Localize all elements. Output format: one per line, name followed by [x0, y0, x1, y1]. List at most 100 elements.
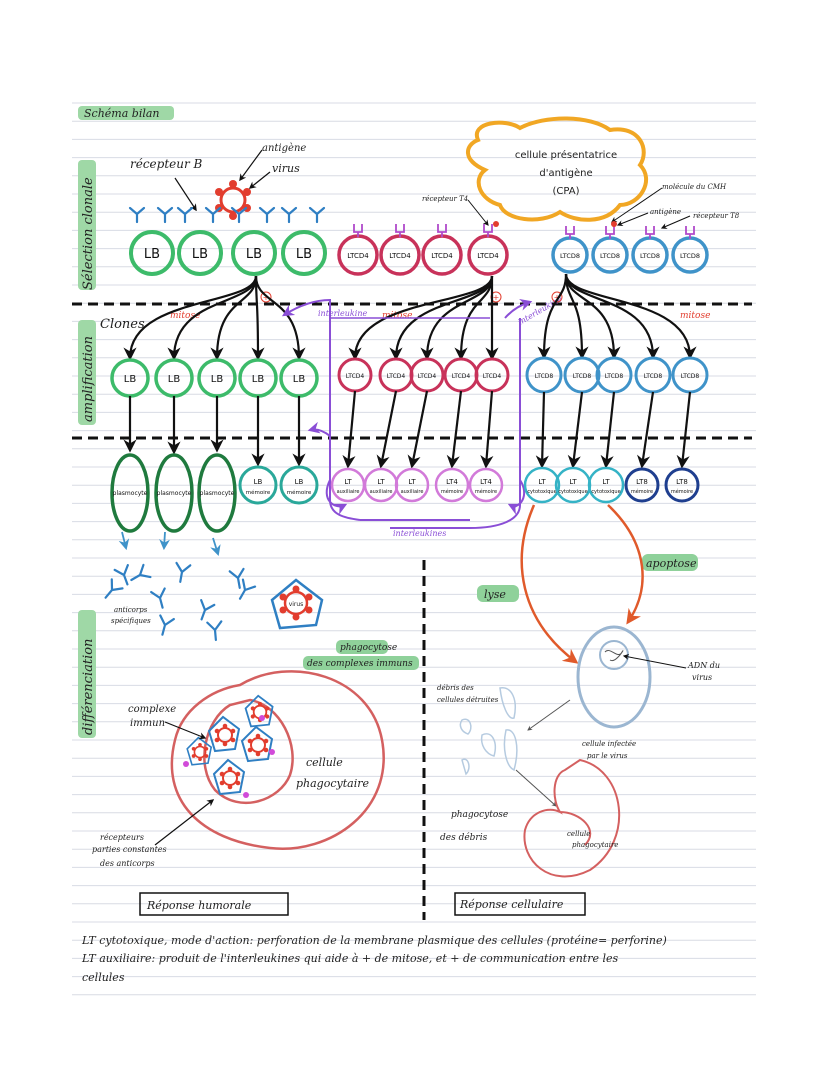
ltcd8-clone-label: LTCD8 — [644, 373, 663, 380]
label-cellule-phago2-1: cellule — [567, 830, 590, 838]
lb-cell — [129, 230, 175, 276]
label-complexe-2: immun — [130, 718, 165, 729]
antibody-icon — [228, 567, 245, 589]
label-mitose-ltcd8: mitose — [680, 311, 710, 321]
lt8-memoire-label: mémoire — [631, 488, 653, 495]
lb-memoire-label: mémoire — [246, 489, 271, 496]
antibody-icon — [150, 587, 166, 609]
label-phagocytose-1: phagocytose — [340, 643, 397, 653]
lt4-memoire-label: LT4 — [480, 478, 492, 486]
label-complexe-1: complexe — [128, 704, 176, 715]
lb-memoire-label: LB — [254, 478, 263, 486]
ltcd8-clone-label: LTCD8 — [535, 373, 554, 380]
immune-complex — [186, 736, 213, 766]
plasmocyte-label: plasmocyte — [157, 490, 192, 497]
lt4-memoire-label: mémoire — [475, 488, 497, 495]
label-recepteurs-3: des anticorps — [100, 859, 155, 868]
lt-auxiliaire-label: auxiliaire — [370, 489, 393, 495]
ltcd4-clone-label: LTCD4 — [387, 373, 406, 380]
lb-cell-label: LB — [296, 247, 312, 262]
cpa-label-3: (CPA) — [552, 186, 579, 197]
receptor-icon — [128, 206, 146, 224]
ltcd8-clone-label: LTCD8 — [681, 373, 700, 380]
antibody-icon — [200, 598, 216, 621]
highlight-complexes — [303, 656, 419, 670]
plus-markers — [260, 291, 563, 303]
label-infectee-1: cellule infectée — [582, 740, 636, 748]
immune-complex — [207, 715, 241, 753]
lt4-memoire-label: mémoire — [441, 488, 463, 495]
label-reponse-humorale: Réponse humorale — [146, 899, 252, 912]
ltcd4-cell-label: LTCD4 — [347, 252, 369, 260]
receptor-icon — [685, 226, 695, 239]
clonal-expansion-arrows — [123, 273, 697, 361]
lb-cell-label: LB — [246, 247, 262, 262]
lt-auxiliaire-label: LT — [377, 478, 385, 486]
lt4-memoire-label: LT4 — [446, 478, 458, 486]
differentiation-arrows — [123, 390, 692, 469]
plasmocyte-label: plasmocyte — [200, 490, 235, 497]
antibody-release-arrows — [118, 531, 221, 557]
note-2: LT auxiliaire: produit de l'interleukine… — [81, 952, 618, 965]
antibody-icon — [104, 578, 124, 599]
label-debris-2: cellules détruites — [437, 696, 499, 704]
phagocyte-cell-humoral — [170, 670, 385, 850]
ltcd4-clone-label: LTCD4 — [346, 373, 365, 380]
lt-cytotoxique-label: LT — [569, 478, 577, 486]
label-interleukine-1: interleukine — [318, 309, 367, 318]
lt-cytotoxique-cell — [587, 466, 625, 504]
lb-cell-label: LB — [144, 247, 160, 262]
lt-cytotoxique-label: cytotoxique — [527, 489, 556, 495]
label-recepteurs-1: récepteurs — [100, 833, 144, 842]
lb-memoire-label: mémoire — [287, 489, 312, 496]
plasmocyte-label: plasmocyte — [113, 490, 148, 497]
infected-cell — [576, 625, 652, 729]
highlight-apoptose — [642, 554, 698, 571]
label-recepteurs-2: parties constantes — [92, 845, 167, 854]
lt-cytotoxique-label: cytotoxique — [558, 489, 587, 495]
ltcd8-cell-label: LTCD8 — [600, 252, 620, 260]
receptor-icon — [204, 206, 222, 224]
label-anticorps-1: anticorps — [114, 606, 148, 614]
ltcd4-cell-label: LTCD4 — [431, 252, 453, 260]
label-cellule-phago-1: cellule — [306, 756, 343, 769]
label-cellule-phago2-2: phagocytaire — [572, 841, 618, 849]
label-clones: Clones — [100, 317, 145, 332]
antibody-icon — [113, 563, 129, 586]
row-differenciation: plasmocyte plasmocyte plasmocyte LB mémoire L… — [110, 453, 700, 533]
plasmocyte-cell — [154, 453, 194, 533]
ltcd4-cell-label: LTCD4 — [477, 252, 499, 260]
immune-complex — [212, 758, 246, 796]
lysis-arrows — [520, 504, 644, 664]
receptor-icon — [156, 206, 174, 224]
lb-clone-label: LB — [211, 374, 224, 385]
receptor-icon — [230, 206, 248, 224]
label-mitose-ltcd4: mitose — [382, 311, 412, 321]
antibodies — [104, 561, 257, 642]
receptor-icon — [565, 226, 575, 239]
lt-cytotoxique-label: LT — [538, 478, 546, 486]
lb-cell — [231, 230, 277, 276]
section-label-selection: Sélection clonale — [78, 160, 96, 290]
ltcd8-clone-label: LTCD8 — [573, 373, 592, 380]
antibody-icon — [206, 620, 223, 642]
antibody-icon — [175, 561, 192, 583]
receptor-icon — [353, 224, 363, 237]
cpa-label-2: d'antigène — [539, 167, 592, 179]
ltcd4-cell-label: LTCD4 — [389, 252, 411, 260]
cpa-label-1: cellule présentatrice — [515, 149, 617, 161]
lb-clone-label: LB — [168, 374, 181, 385]
note-3: cellules — [82, 971, 125, 984]
svg-text:différenciation: différenciation — [81, 639, 96, 735]
lt8-memoire-cell — [624, 467, 660, 503]
receptor-icon — [258, 206, 276, 224]
lb-clone-label: LB — [252, 374, 265, 385]
immune-complexes — [183, 694, 275, 798]
label-apoptose: apoptose — [646, 557, 697, 570]
receptor-icon — [176, 206, 194, 224]
receptor-icon — [280, 206, 298, 224]
plasmocyte-cell — [197, 453, 237, 533]
svg-text:Sélection clonale: Sélection clonale — [81, 177, 96, 290]
lb-clone-label: LB — [293, 374, 306, 385]
